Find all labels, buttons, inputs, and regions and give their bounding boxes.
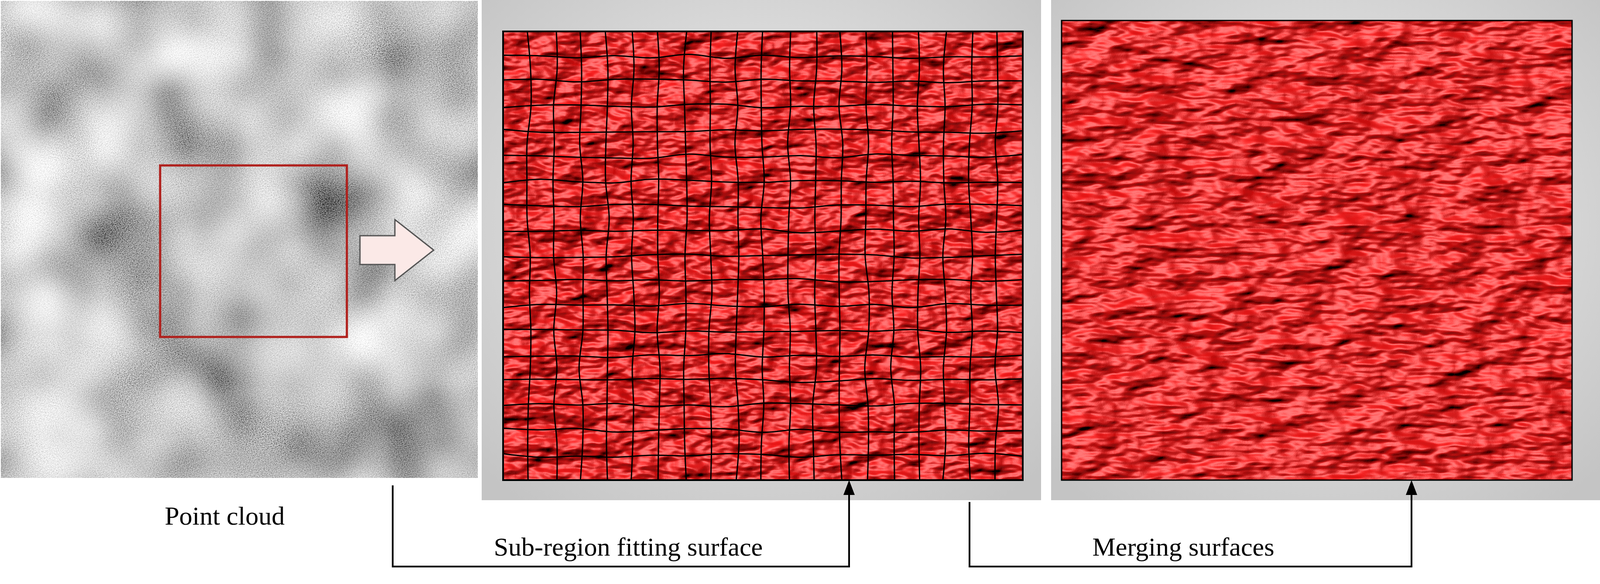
grid-line: [503, 402, 1023, 407]
grid-line: [503, 452, 1023, 457]
grid-line: [552, 31, 558, 480]
surface-outline: [1061, 20, 1573, 480]
selection-rectangle: [160, 165, 347, 337]
bracket-arrow: [392, 485, 850, 567]
point-cloud-texture: [0, 0, 478, 478]
grid-line: [503, 428, 1023, 432]
block-arrow: [359, 219, 434, 281]
grid-line: [917, 31, 921, 480]
fitted-surface: [503, 31, 1023, 480]
grid-line: [503, 203, 1023, 209]
grid-line: [942, 31, 947, 480]
arrowhead: [1405, 479, 1418, 495]
step-label: Sub-region fitting surface: [491, 532, 766, 562]
panel-background: [481, 0, 1042, 501]
grid-line: [503, 303, 1023, 308]
grid-line: [503, 78, 1023, 83]
sub-region-grid: [503, 31, 1023, 480]
panel-caption: Point cloud: [161, 501, 288, 531]
merged-surface: [1061, 20, 1573, 480]
grid-line: [605, 31, 610, 480]
grid-line: [657, 31, 661, 480]
grid-line: [864, 31, 870, 480]
grid-line: [503, 329, 1023, 333]
grid-line: [503, 103, 1023, 108]
grid-line: [579, 31, 584, 480]
grid-line: [503, 129, 1023, 134]
grid-line: [503, 178, 1023, 183]
grid-line: [503, 278, 1023, 282]
grid-line: [503, 353, 1023, 358]
panel-background: [1051, 0, 1600, 501]
surface-outline: [503, 31, 1023, 480]
grid-line: [683, 31, 687, 480]
point-cloud-image: [0, 0, 478, 478]
grid-line: [787, 31, 791, 480]
bracket-arrow: [969, 493, 1412, 567]
grid-line: [503, 154, 1023, 159]
grid-line: [526, 31, 532, 480]
grid-line: [812, 31, 817, 480]
arrowhead: [843, 479, 855, 495]
step-label: Merging surfaces: [1089, 532, 1277, 562]
grid-line: [503, 253, 1023, 258]
grid-line: [839, 31, 843, 480]
grid-line: [503, 54, 1023, 59]
grid-line: [503, 228, 1023, 233]
grid-line: [503, 378, 1023, 383]
